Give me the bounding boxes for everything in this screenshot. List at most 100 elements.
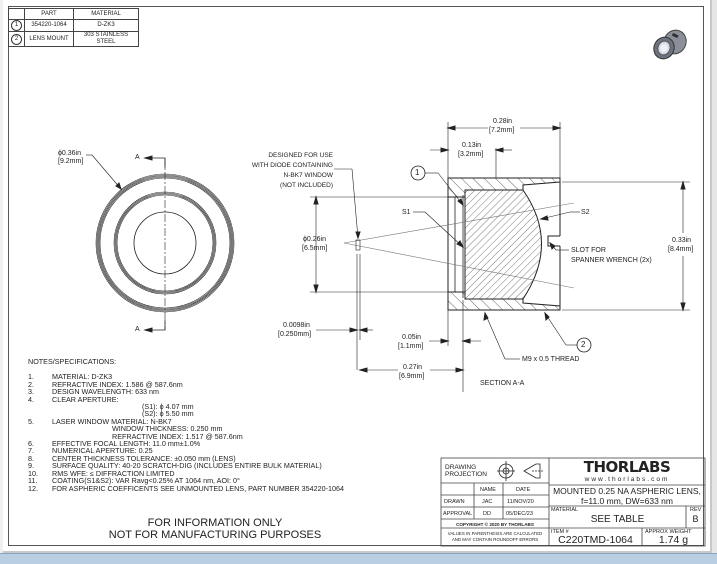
note-text: NUMERICAL APERTURE: 0.25 — [52, 446, 153, 456]
note-text: COATING(S1&S2): VAR Ravg<0.25% AT 1064 n… — [52, 476, 240, 486]
front-diameter-mm: [9.2mm] — [58, 158, 84, 165]
weight-value: 1.74 g — [658, 534, 689, 546]
note-number: 2. — [28, 379, 34, 389]
col-name: NAME — [480, 487, 496, 493]
note-item: REFRACTIVE INDEX: 1.517 @ 587.6nm — [28, 431, 344, 441]
note-text: EFFECTIVE FOCAL LENGTH: 11.0 mm±1.0% — [52, 439, 201, 449]
dim-working-in: 0.27in — [403, 364, 423, 371]
drawing-frame — [8, 6, 704, 546]
item-label: ITEM # — [551, 529, 569, 535]
part-balloon: 2 — [11, 33, 22, 45]
slot-label-line: SLOT FOR — [571, 247, 606, 254]
part-description-line: MOUNTED 0.25 NA ASPHERIC LENS, — [553, 486, 701, 496]
note-item: 9.SURFACE QUALITY: 40-20 SCRATCH-DIG (IN… — [28, 462, 344, 470]
window-callout-line: WITH DIODE CONTAINING — [251, 162, 333, 169]
note-text: REFRACTIVE INDEX: 1.517 @ 587.6nm — [112, 431, 243, 441]
note-text: FOR ASPHERIC COEFFICENTS SEE UNMOUNTED L… — [52, 483, 344, 493]
projection-label: DRAWING PROJECTION — [445, 464, 487, 478]
section-mark-top: A — [135, 154, 140, 161]
parts-header-part: PART — [24, 8, 74, 20]
dim-height-in: 0.33in — [672, 237, 692, 244]
window-callout-line: N-BK7 WINDOW — [283, 172, 333, 179]
note-number: 6. — [28, 439, 34, 449]
note-item: 1.MATERIAL: D-ZK3 — [28, 372, 344, 382]
note-text: (S2): ϕ 5.50 mm — [142, 409, 194, 419]
col-date: DATE — [516, 487, 531, 493]
disclaimer-line: FOR INFORMATION ONLY — [147, 517, 283, 529]
note-text: LASER WINDOW MATERIAL: N-BK7 — [52, 416, 172, 426]
section-mark-bottom: A — [135, 326, 140, 333]
window-callout: DESIGNED FOR USE WITH DIODE CONTAINING N… — [243, 151, 333, 191]
note-item: 10. RMS WFE: ≤ DIFFRACTION LIMITED — [28, 468, 344, 478]
website: www.thorlabs.com — [584, 476, 670, 483]
note-item: 8. CENTER THICKNESS TOLERANCE: ±0.050 mm … — [28, 453, 344, 463]
item-number: C220TMD-1064 — [558, 534, 633, 546]
rev-value: B — [692, 514, 699, 524]
balloon-mount: 2 — [581, 340, 586, 349]
dim-bore-mm: [6.5mm] — [302, 245, 328, 252]
approval-name: DD — [483, 511, 491, 517]
note-text: WINDOW THICKNESS: 0.250 mm — [112, 424, 223, 434]
note-item: WINDOW THICKNESS: 0.250 mm — [28, 424, 344, 434]
note-item: 2. REFRACTIVE INDEX: 1.586 @ 587.6nm — [28, 379, 344, 389]
note-number: 3. — [28, 387, 34, 397]
note-text: MATERIAL: D-ZK3 — [52, 372, 113, 382]
part-material: 303 STAINLESS STEEL — [73, 31, 139, 47]
slot-label: SLOT FOR SPANNER WRENCH (2x) — [571, 246, 652, 266]
thread-label: M9 x 0.5 THREAD — [522, 356, 580, 363]
dim-flange-mm: [1.1mm] — [398, 343, 424, 350]
drawn-date: 11/NOV/20 — [507, 499, 534, 505]
dim-lens-position-in: 0.13in — [462, 142, 482, 149]
drawn-label: DRAWN — [444, 499, 465, 505]
part-balloon: 1 — [11, 20, 22, 31]
note-text: REFRACTIVE INDEX: 1.586 @ 587.6nm — [52, 379, 183, 389]
dim-height-mm: [8.4mm] — [668, 246, 694, 253]
part-number: LENS MOUNT — [24, 31, 74, 47]
values-note-line: AND MAY CONTAIN ROUNDOFF ERRORS — [451, 537, 539, 542]
note-number: 4. — [28, 394, 34, 404]
disclaimer-line: NOT FOR MANUFACTURING PURPOSES — [108, 529, 322, 541]
note-number: 10. — [28, 468, 38, 478]
label-s2: S2 — [581, 209, 590, 216]
window-callout-line: DESIGNED FOR USE — [268, 152, 333, 159]
part-material: D-ZK3 — [73, 19, 139, 32]
note-text: CENTER THICKNESS TOLERANCE: ±0.050 mm (L… — [52, 453, 236, 463]
part-description: MOUNTED 0.25 NA ASPHERIC LENS, f=11.0 mm… — [549, 486, 705, 506]
weight-label: APPROX WEIGHT — [645, 529, 692, 535]
values-note: VALUES IN PARENTHESIS ARE CALCULATED AND… — [441, 531, 549, 543]
note-text: (S1): ϕ 4.07 mm — [142, 402, 194, 412]
note-number — [28, 425, 52, 432]
window-callout-line: (NOT INCLUDED) — [280, 182, 333, 189]
front-diameter-in: ϕ0.36in — [58, 150, 81, 157]
table-row: 1 354220-1064 D-ZK3 — [8, 19, 139, 32]
disclaimer: FOR INFORMATION ONLY NOT FOR MANUFACTURI… — [80, 517, 350, 541]
label-s1: S1 — [402, 209, 411, 216]
balloon-lens: 1 — [415, 168, 420, 177]
scrollbar-vertical[interactable] — [712, 0, 717, 553]
note-number: 7. — [28, 446, 34, 456]
note-number: 8. — [28, 453, 34, 463]
projection-label-line: DRAWING — [445, 464, 477, 471]
dim-working-mm: [6.9mm] — [399, 373, 425, 380]
parts-table-header: PART MATERIAL — [8, 8, 139, 20]
copyright: COPYRIGHT © 2020 BY THORLABS — [456, 522, 534, 527]
part-description-line: f=11.0 mm, DW=633 nm — [581, 495, 673, 506]
dim-overall-length-in: 0.28in — [493, 118, 513, 125]
drawn-name: JAC — [482, 499, 493, 505]
values-note-line: VALUES IN PARENTHESIS ARE CALCULATED — [447, 531, 543, 536]
thorlabs-logo: THORLABS — [583, 458, 671, 476]
projection-label-line: PROJECTION — [445, 471, 487, 478]
rev-label: REV — [690, 507, 702, 513]
note-item: 4.CLEAR APERTURE: — [28, 394, 344, 404]
note-number — [28, 403, 52, 410]
note-text: RMS WFE: ≤ DIFFRACTION LIMITED — [52, 468, 175, 478]
note-item: 11. COATING(S1&S2): VAR Ravg<0.25% AT 106… — [28, 476, 344, 486]
slot-label-line: SPANNER WRENCH (2x) — [571, 257, 652, 264]
note-item: 12.FOR ASPHERIC COEFFICENTS SEE UNMOUNTE… — [28, 483, 344, 493]
dim-flange-in: 0.05in — [402, 334, 422, 341]
note-text: DESIGN WAVELENGTH: 633 nm — [52, 387, 160, 397]
dim-lens-position-mm: [3.2mm] — [458, 151, 484, 158]
note-number: 11. — [28, 476, 38, 486]
